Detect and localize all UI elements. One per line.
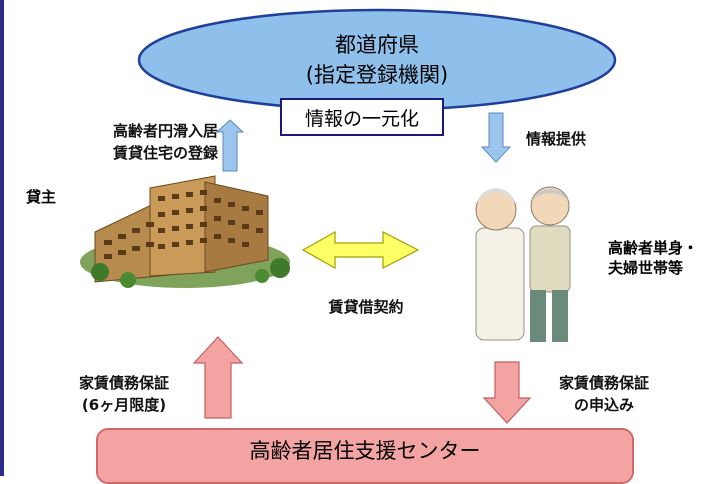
- info-unification-box: 情報の一元化: [280, 98, 444, 136]
- tenant-label-line2: 夫婦世帯等: [608, 259, 684, 277]
- guarantee-label-line2: (6ヶ月限度): [81, 396, 167, 414]
- support-center-label: 高齢者居住支援センター: [249, 439, 481, 463]
- application-down-arrow: [482, 361, 532, 424]
- info-down-arrow: [480, 112, 512, 163]
- landlord-label: 貸主: [26, 188, 57, 206]
- prefecture-line2: (指定登録機関): [305, 63, 449, 87]
- prefecture-line1: 都道府県: [335, 33, 419, 57]
- application-label-line1: 家賃債務保証: [558, 374, 649, 392]
- registration-label-line2: 賃貸住宅の登録: [112, 144, 218, 162]
- guarantee-label-line1: 家賃債務保証: [78, 374, 169, 392]
- tenant-label-line1: 高齢者単身・: [608, 239, 699, 257]
- application-label: 家賃債務保証 の申込み: [534, 372, 674, 416]
- elderly-couple-icon: [475, 186, 571, 342]
- registration-up-arrow: [215, 119, 245, 172]
- guarantee-label: 家賃債務保証 (6ヶ月限度): [56, 372, 192, 416]
- application-label-line2: の申込み: [573, 396, 634, 414]
- tenant-label: 高齢者単身・ 夫婦世帯等: [608, 238, 727, 278]
- info-unification-label: 情報の一元化: [304, 107, 419, 130]
- guarantee-up-arrow: [192, 336, 244, 419]
- prefecture-node: 都道府県 (指定登録機関): [240, 28, 514, 92]
- lease-double-arrow: [301, 230, 420, 270]
- registration-label: 高齢者円滑入居 賃貸住宅の登録: [68, 120, 218, 164]
- registration-label-line1: 高齢者円滑入居: [112, 122, 218, 140]
- lease-label: 賃貸借契約: [328, 298, 404, 316]
- support-center-box: 高齢者居住支援センター: [96, 428, 634, 484]
- info-provision-label: 情報提供: [526, 130, 587, 148]
- apartment-building-icon: [80, 175, 290, 288]
